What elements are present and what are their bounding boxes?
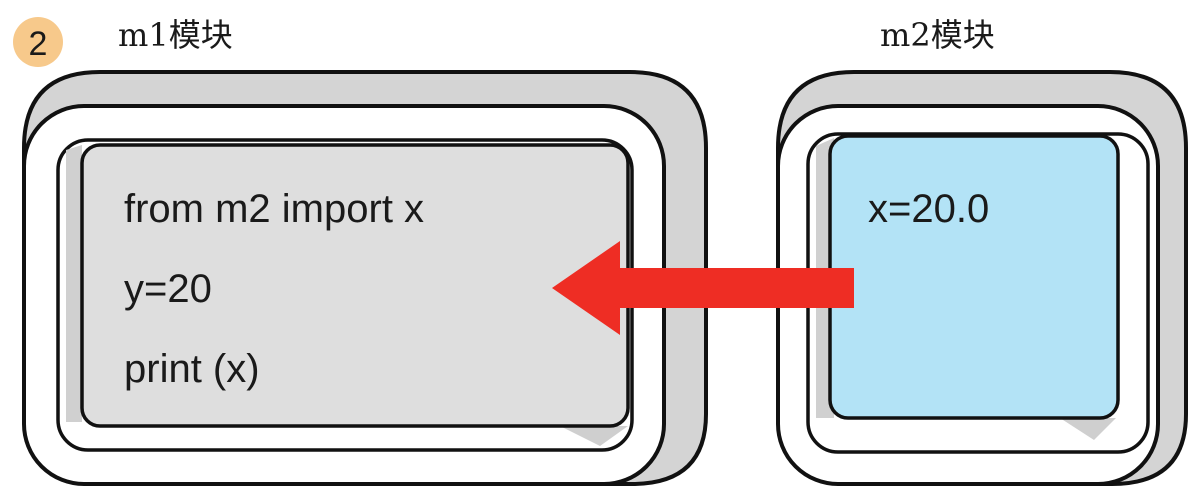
step-badge-number: 2 [29, 25, 48, 63]
m1-module-title: m1模块 [118, 16, 233, 54]
import-arrow [552, 241, 854, 335]
m2-content-panel [828, 134, 1120, 420]
m2-module-title: m2模块 [880, 16, 995, 54]
m1-code-line-1: from m2 import x [124, 187, 424, 231]
m1-module-box: from m2 import x y=20 print (x) [22, 70, 708, 486]
import-arrow-shape [552, 241, 854, 335]
m1-code-line-2: y=20 [124, 267, 212, 311]
m2-code-line-1: x=20.0 [868, 187, 989, 231]
step-badge-circle [13, 17, 63, 67]
m1-code-line-3: print (x) [124, 347, 260, 391]
m2-module-box: x=20.0 [776, 70, 1188, 486]
step-badge: 2 [13, 17, 63, 67]
